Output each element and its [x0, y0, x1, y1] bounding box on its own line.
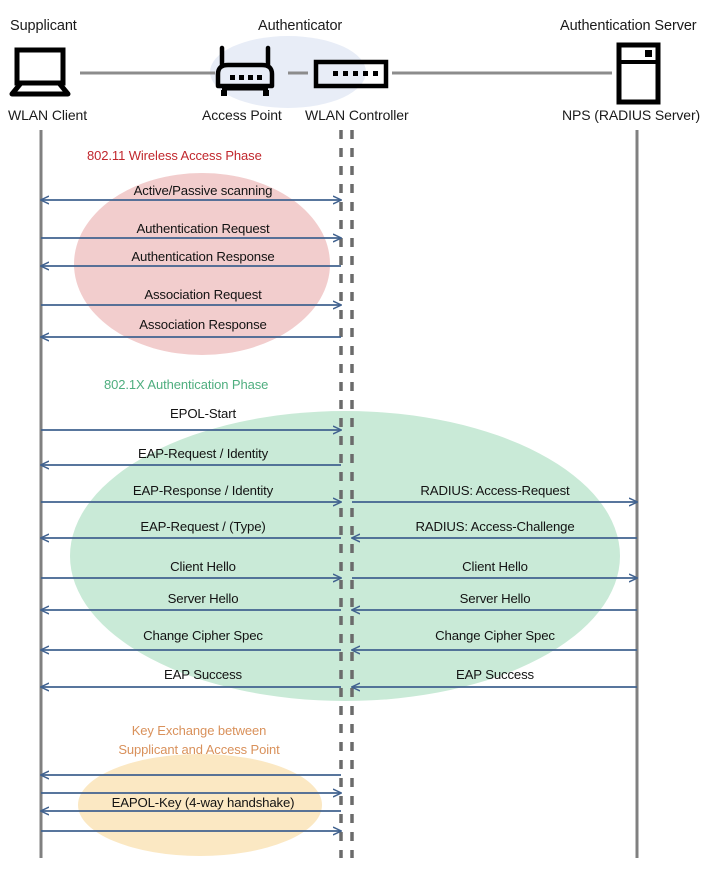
msg-label-radius-access-request: RADIUS: Access-Request	[420, 483, 570, 498]
msg-label-eapol-key: EAPOL-Key (4-way handshake)	[111, 795, 295, 810]
msg-label-epol-start: EPOL-Start	[170, 406, 236, 421]
role-label-authenticator: Authenticator	[258, 18, 343, 34]
phase2-arrows-right	[352, 502, 637, 687]
msg-label-eap-response-identity: EAP-Response / Identity	[132, 483, 274, 498]
laptop-icon	[9, 47, 71, 97]
msg-label-authentication-response: Authentication Response	[131, 249, 275, 264]
phase-title-wireless-access: 802.11 Wireless Access Phase	[87, 148, 262, 163]
msg-label-eap-request-type: EAP-Request / (Type)	[140, 519, 266, 534]
phase-ellipse-wireless-access	[74, 173, 330, 355]
msg-label-eap-success-right: EAP Success	[455, 667, 535, 682]
device-label-access-point: Access Point	[202, 107, 282, 123]
device-label-wlan-client: WLAN Client	[8, 107, 88, 123]
msg-label-client-hello-right: Client Hello	[462, 559, 528, 574]
role-label-supplicant: Supplicant	[10, 18, 77, 34]
msg-label-server-hello-right: Server Hello	[459, 591, 531, 606]
msg-label-eap-request-identity: EAP-Request / Identity	[137, 446, 269, 461]
msg-label-change-cipher-spec-left: Change Cipher Spec	[143, 628, 263, 643]
device-label-wlan-controller: WLAN Controller	[305, 107, 409, 123]
server-icon	[616, 42, 661, 105]
phase-title-key-exchange-line2: Supplicant and Access Point	[118, 742, 280, 757]
phase2-arrows-left	[41, 430, 341, 687]
role-label-authentication-server: Authentication Server	[560, 18, 697, 34]
wlan-controller-icon	[313, 59, 389, 89]
phase-ellipse-dot1x	[70, 411, 620, 701]
phase-title-dot1x: 802.1X Authentication Phase	[104, 377, 269, 392]
msg-label-association-request: Association Request	[144, 287, 262, 302]
msg-label-association-response: Association Response	[139, 317, 267, 332]
msg-label-change-cipher-spec-right: Change Cipher Spec	[435, 628, 555, 643]
msg-label-server-hello-left: Server Hello	[167, 591, 239, 606]
msg-label-authentication-request: Authentication Request	[136, 221, 270, 236]
msg-label-active-passive-scanning: Active/Passive scanning	[133, 183, 273, 198]
msg-label-radius-access-challenge: RADIUS: Access-Challenge	[415, 519, 575, 534]
msg-label-client-hello-left: Client Hello	[170, 559, 236, 574]
phase-title-key-exchange-line1: Key Exchange between	[131, 723, 267, 738]
msg-label-eap-success-left: EAP Success	[163, 667, 243, 682]
phase3-arrows	[41, 775, 341, 831]
device-label-nps-radius-server: NPS (RADIUS Server)	[562, 107, 701, 123]
phase1-arrows	[41, 200, 341, 337]
access-point-icon	[215, 45, 275, 96]
